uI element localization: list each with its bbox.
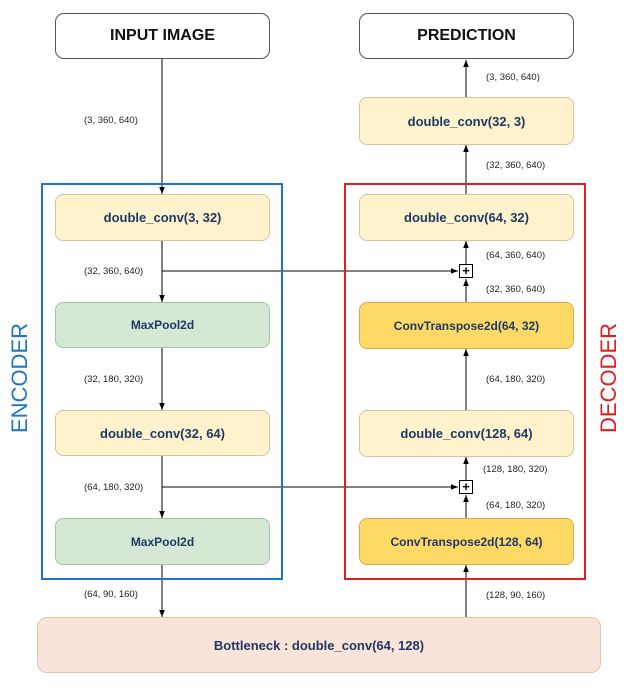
shape-label-output: (3, 360, 640) [486,72,540,83]
encoder-maxpool-1: MaxPool2d [55,302,270,348]
decoder-panel [344,183,586,580]
shape-label-conv4-out: (32, 360, 640) [486,160,546,171]
decoder-label: DECODER [596,322,621,433]
shape-label-pool2-out: (64, 90, 160) [84,589,138,600]
shape-label-pool1-out: (32, 180, 320) [84,374,144,385]
decoder-double-conv-2: double_conv(64, 32) [359,194,574,241]
shape-label-tconv1-out: (64, 180, 320) [486,500,546,511]
shape-label-bottleneck-out: (128, 90, 160) [486,590,546,601]
encoder-maxpool-2: MaxPool2d [55,518,270,565]
encoder-double-conv-1: double_conv(3, 32) [55,194,270,241]
decoder-double-conv-3: double_conv(32, 3) [359,97,574,145]
shape-label-merge2-out: (128, 180, 320) [483,464,548,475]
shape-label-tconv2-out: (32, 360, 640) [486,284,546,295]
input-image-node: INPUT IMAGE [55,13,270,59]
plus-junction-icon: + [459,264,473,278]
shape-label-input: (3, 360, 640) [84,115,138,126]
shape-label-conv1-out: (32, 360, 640) [84,266,144,277]
shape-label-conv2-out: (64, 180, 320) [84,482,144,493]
decoder-double-conv-1: double_conv(128, 64) [359,410,574,457]
decoder-conv-transpose-2: ConvTranspose2d(64, 32) [359,302,574,349]
encoder-panel [41,183,283,580]
shape-label-merge1-out: (64, 360, 640) [486,250,546,261]
shape-label-conv3-out: (64, 180, 320) [486,374,546,385]
encoder-double-conv-2: double_conv(32, 64) [55,410,270,456]
encoder-label: ENCODER [7,322,32,433]
plus-junction-icon: + [459,480,473,494]
bottleneck-block: Bottleneck : double_conv(64, 128) [37,617,601,673]
prediction-node: PREDICTION [359,13,574,59]
decoder-conv-transpose-1: ConvTranspose2d(128, 64) [359,518,574,565]
